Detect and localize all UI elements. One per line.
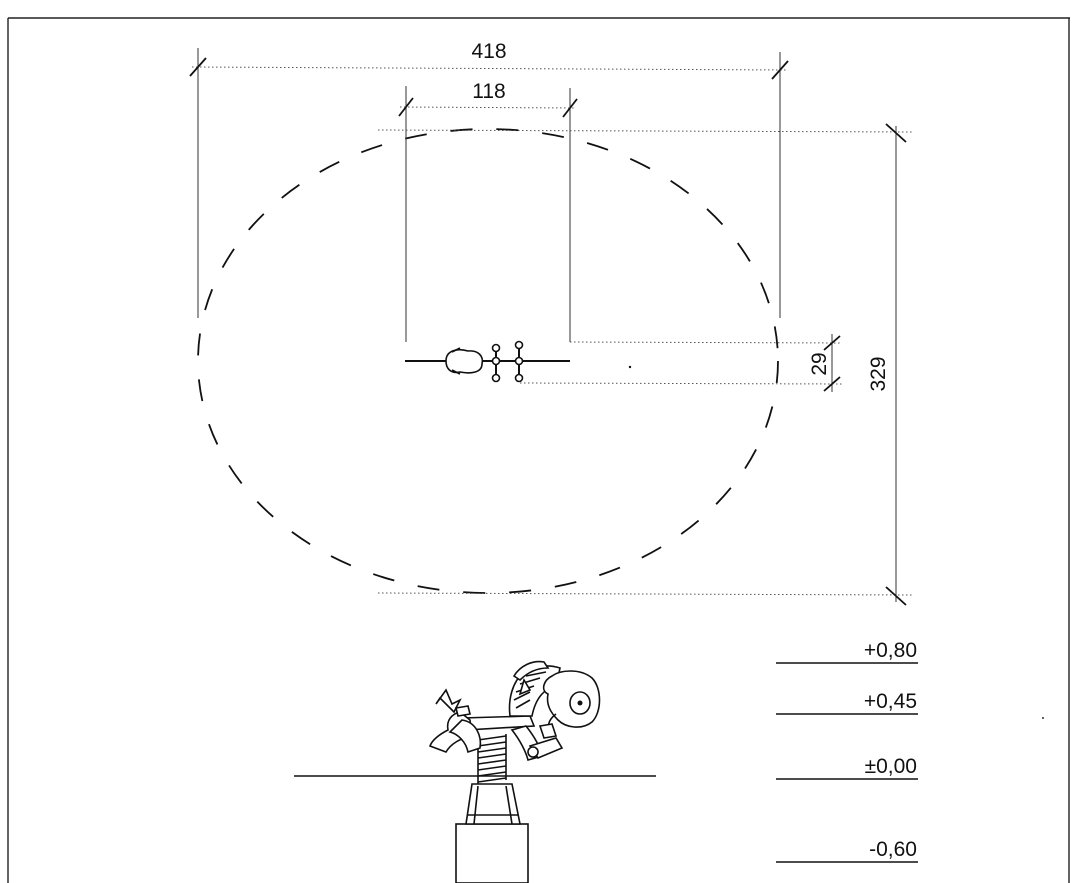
- level-label: +0,80: [864, 639, 917, 662]
- spring-rider-top-view-icon: [405, 340, 632, 383]
- safety-zone-ellipse: [197, 128, 779, 594]
- depth-seat-label: 29: [808, 352, 831, 375]
- level-marker: -0,60: [776, 838, 918, 863]
- drawing-frame: [7, 17, 1070, 883]
- width-seat-label: 118: [472, 80, 505, 103]
- level-markers: +0,80 +0,45 ±0,00 -0,60: [776, 639, 918, 863]
- width-dimension-total: 418: [189, 40, 789, 318]
- width-dimension-seat: 118: [398, 80, 578, 342]
- level-label: -0,60: [869, 838, 917, 861]
- height-total-label: 329: [867, 356, 890, 391]
- level-label: ±0,00: [865, 755, 917, 778]
- level-marker: ±0,00: [776, 755, 918, 780]
- depth-dimension-seat: 29: [519, 334, 843, 392]
- zebra-spring-rider-icon: [428, 660, 601, 883]
- level-marker: +0,80: [776, 639, 918, 664]
- elevation-view: [294, 660, 656, 883]
- level-marker: +0,45: [776, 690, 918, 715]
- level-label: +0,45: [864, 690, 917, 713]
- width-total-label: 418: [471, 40, 506, 63]
- plan-view: 418 118 329 29: [189, 40, 913, 606]
- height-dimension-total: 329: [377, 123, 913, 606]
